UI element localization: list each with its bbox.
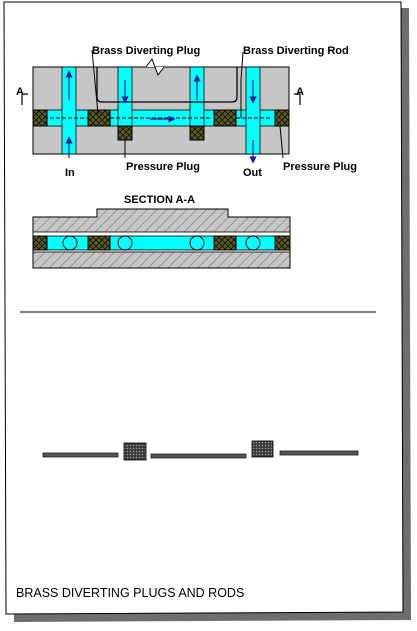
rod-3 bbox=[279, 450, 359, 456]
pressure-plug-middle bbox=[189, 125, 205, 141]
plug-2 bbox=[251, 440, 274, 458]
rod-1 bbox=[42, 452, 119, 458]
rod-2 bbox=[150, 453, 247, 459]
section-port-1 bbox=[62, 235, 78, 251]
label-out: Out bbox=[243, 167, 262, 179]
section-view bbox=[32, 208, 291, 269]
section-marker-right-line bbox=[294, 93, 301, 105]
section-port-4 bbox=[245, 235, 261, 251]
section-marker-left-line bbox=[21, 93, 28, 105]
section-marker-right: A bbox=[296, 86, 304, 98]
label-brass-diverting-rod: Brass Diverting Rod bbox=[243, 45, 349, 57]
pressure-plug-left bbox=[117, 125, 133, 141]
diverting-plug-left bbox=[87, 109, 111, 127]
end-plug-left bbox=[32, 109, 48, 127]
label-in: In bbox=[65, 167, 75, 179]
mold-plan-view bbox=[21, 49, 301, 164]
label-pressure-plug-right: Pressure Plug bbox=[283, 161, 357, 173]
cavity-outline bbox=[96, 67, 238, 103]
paper-sheet bbox=[3, 1, 404, 615]
diverting-plug-right bbox=[213, 109, 237, 127]
leader-diverting-rod bbox=[240, 51, 244, 81]
end-plug-right bbox=[274, 109, 290, 127]
caption: BRASS DIVERTING PLUGS AND RODS bbox=[16, 586, 244, 600]
section-plug-4 bbox=[274, 235, 291, 251]
section-port-2 bbox=[117, 235, 133, 251]
break-line bbox=[145, 57, 165, 77]
section-port-3 bbox=[189, 235, 205, 251]
leader-pressure-plug-right bbox=[279, 125, 284, 159]
section-plug-1 bbox=[32, 235, 48, 251]
section-plug-2 bbox=[87, 235, 111, 251]
label-pressure-plug-left: Pressure Plug bbox=[126, 161, 200, 173]
section-plug-3 bbox=[213, 235, 237, 251]
plug-1 bbox=[123, 442, 147, 461]
label-brass-diverting-plug: Brass Diverting Plug bbox=[92, 45, 200, 57]
section-title: SECTION A-A bbox=[124, 194, 195, 206]
leader-diverting-plug bbox=[91, 49, 99, 115]
section-marker-left: A bbox=[16, 86, 24, 98]
rods-and-plugs bbox=[42, 440, 359, 461]
